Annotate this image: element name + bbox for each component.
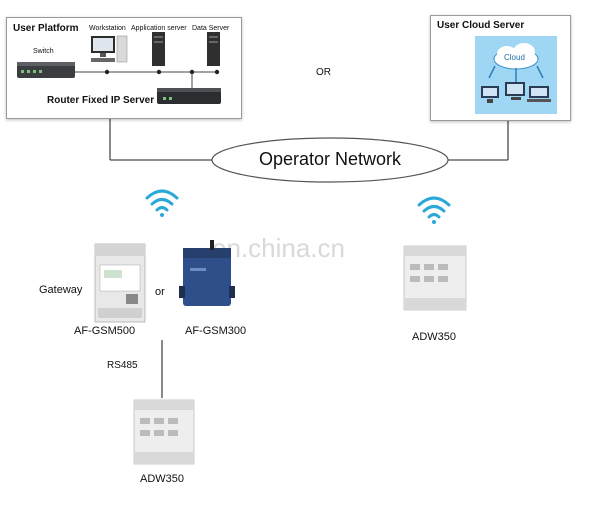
user-platform-title: User Platform (13, 23, 79, 34)
workstation-icon (91, 35, 128, 63)
cloud-graphic (475, 36, 557, 114)
router-icon (157, 88, 221, 104)
rs485-label: RS485 (107, 360, 138, 371)
or-label-top: OR (316, 67, 331, 78)
platform-devices (17, 32, 221, 104)
operator-network-label: Operator Network (258, 149, 402, 169)
gateway-label: Gateway (39, 284, 83, 296)
or-label-gateway: or (155, 286, 165, 298)
af-gsm300-label: AF-GSM300 (185, 325, 247, 337)
wifi-icon-left (145, 189, 179, 217)
switch-label: Switch (33, 48, 54, 55)
watermark-text: en.china.cn (212, 233, 345, 263)
switch-icon (17, 62, 75, 78)
adw350-meter-icon-right (403, 245, 467, 311)
af-gsm500-device-icon (94, 243, 146, 323)
adw350-meter-icon-bottom (133, 399, 195, 465)
user-platform-box: User Platform Switch Workstation Applica… (6, 17, 242, 119)
data-server-icon (207, 32, 220, 66)
workstation-label: Workstation (89, 25, 126, 32)
cloud-label: Cloud (504, 53, 525, 62)
data-server-label: Data Server (192, 25, 230, 32)
cloud-server-title: User Cloud Server (437, 20, 525, 31)
adw350-label-bottom: ADW350 (140, 473, 185, 485)
app-server-label: Application server (131, 25, 187, 32)
computer-icons (481, 82, 551, 103)
af-gsm500-label: AF-GSM500 (74, 325, 136, 337)
cloud-icon (493, 43, 539, 70)
router-label: Router Fixed IP Server (47, 95, 155, 106)
adw350-label-right: ADW350 (412, 331, 457, 343)
application-server-icon (152, 32, 165, 66)
cloud-server-box: User Cloud Server Cloud (430, 15, 571, 121)
wifi-icon-right (417, 196, 451, 224)
af-gsm300-device-icon (179, 240, 235, 306)
